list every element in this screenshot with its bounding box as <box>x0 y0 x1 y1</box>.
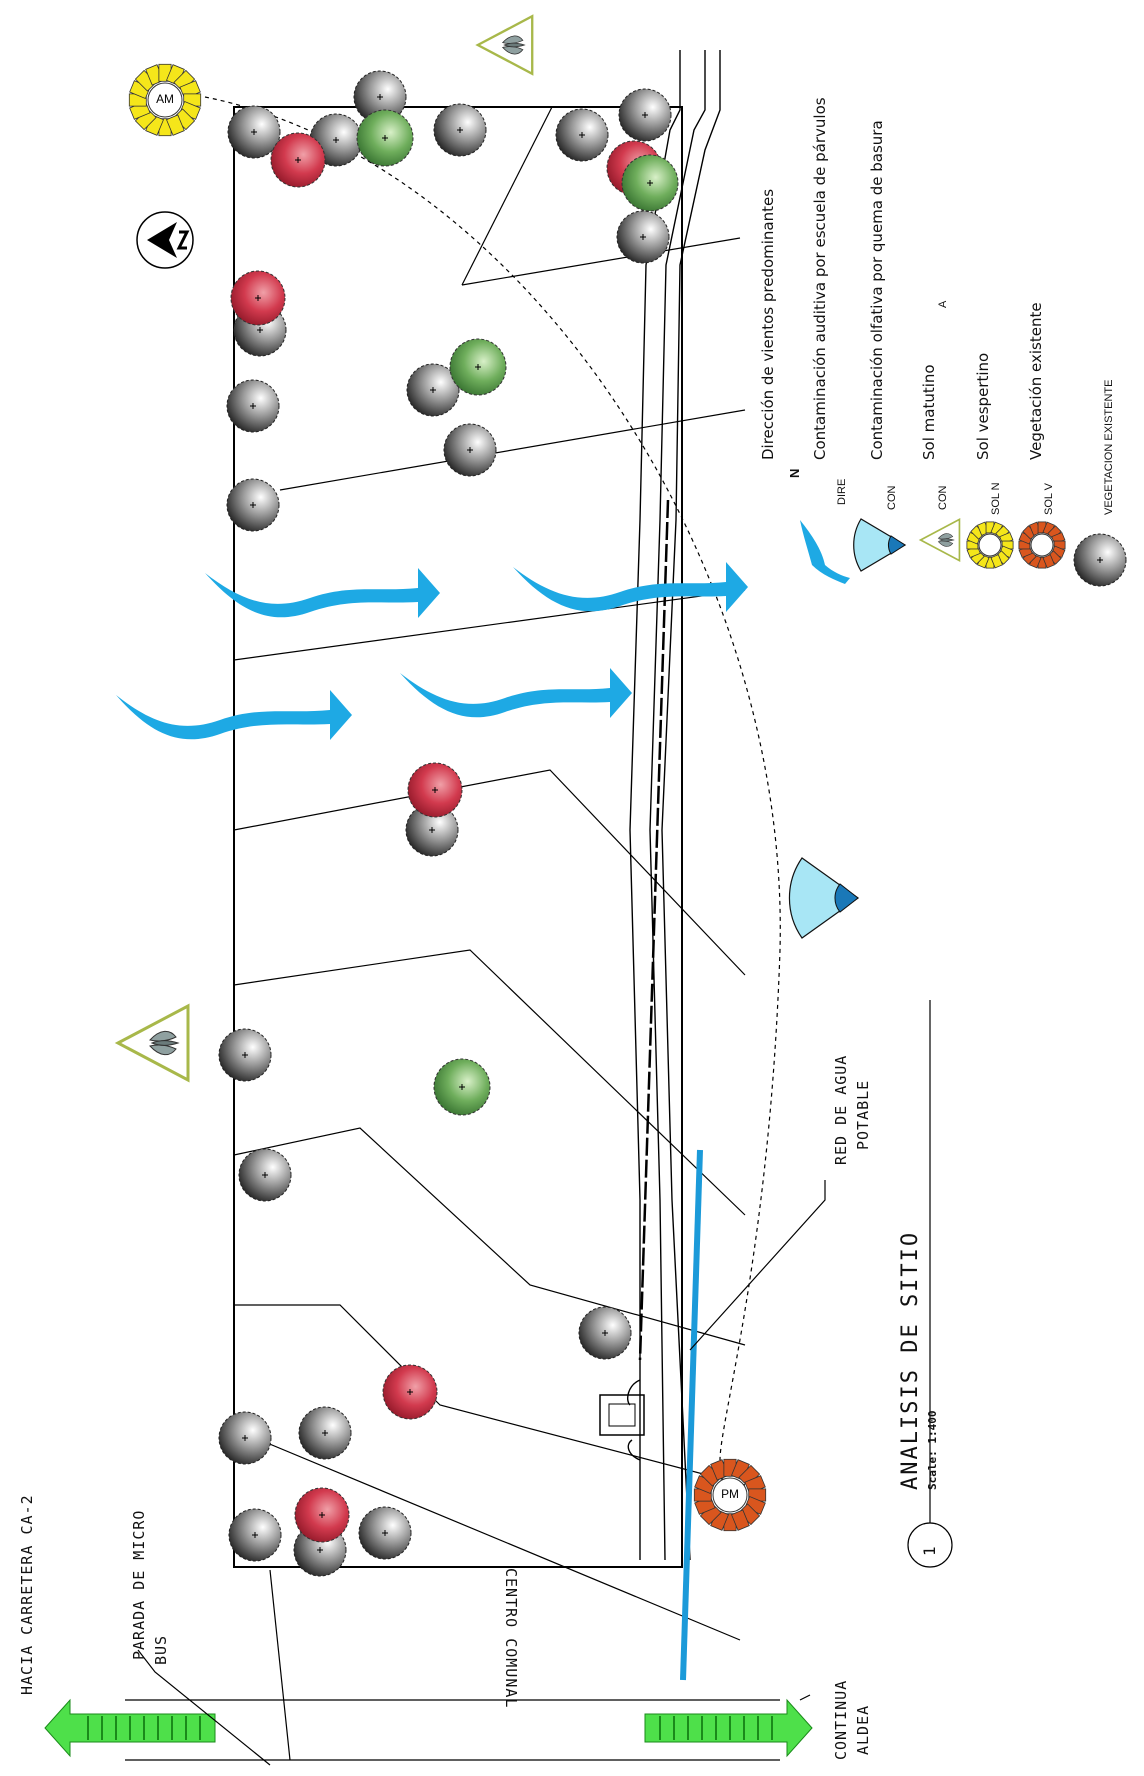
label-hacia-carretera: HACIA CARRETERA CA-2 <box>18 1494 36 1695</box>
legend-code-n: N <box>787 468 802 478</box>
wind-arrow <box>513 562 748 612</box>
label-continua-line2: ALDEA <box>854 1704 872 1755</box>
gray-tree-icon <box>218 1028 272 1082</box>
legend-item-sun-pm: Sol vespertino <box>974 352 992 460</box>
legend-item-sun-am: Sol matutino <box>920 364 938 460</box>
gray-tree-icon <box>405 803 459 857</box>
smell-icon <box>476 15 534 75</box>
gray-tree-icon <box>618 88 672 142</box>
water-leader <box>689 1180 826 1351</box>
legend-code-dire: DIRE <box>836 478 848 505</box>
green-arrow-bottom <box>644 1698 813 1758</box>
green-tree-icon <box>621 154 679 212</box>
road <box>599 50 721 1561</box>
noise-cone <box>788 857 860 939</box>
wind-arrow <box>400 668 632 718</box>
legend-code-a: A <box>937 300 949 308</box>
label-centro-comunal: CENTRO COMUNAL <box>502 1568 520 1709</box>
water-line <box>680 1149 703 1681</box>
wind-arrow-legend <box>800 520 850 584</box>
legend-item-vegetation: Vegetación existente <box>1027 302 1045 460</box>
svg-text:AM: AM <box>156 92 174 106</box>
red-tree-icon <box>270 132 326 188</box>
legend-item-noise: Contaminación auditiva por escuela de pá… <box>811 97 829 460</box>
wind-arrows <box>116 520 850 740</box>
green-tree-icon <box>356 109 414 167</box>
legend-code-con1: CON <box>886 485 898 510</box>
legend-code-sol-v: SOL V <box>1043 483 1055 515</box>
gray-tree-icon <box>443 423 497 477</box>
gray-tree-icon <box>238 1148 292 1202</box>
gray-tree-icon <box>578 1306 632 1360</box>
wind-arrow <box>205 568 440 618</box>
green-arrow-top <box>44 1698 216 1758</box>
wind-arrow <box>116 690 352 740</box>
drawing-number: 1 <box>920 1546 939 1556</box>
label-continua-line1: CONTINUA <box>832 1679 850 1760</box>
title-leader <box>907 1000 953 1568</box>
drawing-scale: Scale: 1:400 <box>926 1410 939 1490</box>
gray-tree-icon <box>228 1508 282 1562</box>
gray-tree-icon <box>433 103 487 157</box>
gray-tree-icon <box>227 105 281 159</box>
gray-tree-icon <box>358 1506 412 1560</box>
gray-tree-icon <box>1073 533 1127 587</box>
sun-pm-legend-icon <box>1018 521 1066 569</box>
label-parada-line1: PARADA DE MICRO <box>130 1509 148 1660</box>
label-parada-line2: BUS <box>152 1634 170 1665</box>
gray-tree-icon <box>406 363 460 417</box>
legend-code-sol-n: SOL N <box>990 482 1002 515</box>
gray-tree-icon <box>218 1411 272 1465</box>
red-tree-icon <box>382 1364 438 1420</box>
noise-cone-legend <box>853 518 907 572</box>
legend-code-vegetacion: VEGETACION EXISTENTE <box>1103 379 1115 516</box>
road-dashed-line <box>638 499 670 1361</box>
lot-lines <box>233 106 746 1761</box>
legend-item-wind: Dirección de vientos predominantes <box>759 188 777 460</box>
legend-code-con2: CON <box>937 485 949 510</box>
svg-text:PM: PM <box>721 1487 739 1501</box>
smell-icon <box>116 1004 190 1082</box>
label-red-agua-line1: RED DE AGUA <box>832 1054 850 1165</box>
red-tree-icon <box>407 762 463 818</box>
sun-pm-icon: PM <box>693 1458 767 1532</box>
gray-tree-icon <box>226 379 280 433</box>
red-tree-icon <box>294 1487 350 1543</box>
red-tree-icon <box>230 270 286 326</box>
access-road <box>125 1649 811 1766</box>
gray-tree-icon <box>616 210 670 264</box>
sun-path <box>204 96 781 1461</box>
gray-tree-icon <box>555 108 609 162</box>
gray-tree-icon <box>298 1406 352 1460</box>
green-tree-icon <box>449 338 507 396</box>
green-tree-icon <box>433 1058 491 1116</box>
sun-am-legend-icon <box>966 521 1014 569</box>
legend-item-smell: Contaminación olfativa por quema de basu… <box>868 120 886 460</box>
smell-icon-legend <box>919 518 961 562</box>
drawing-title: ANALISIS DE SITIO <box>898 1230 923 1490</box>
north-arrow-icon <box>136 211 194 269</box>
gray-tree-icon <box>226 478 280 532</box>
label-red-agua-line2: POTABLE <box>854 1079 872 1150</box>
sun-am-icon: AM <box>128 63 202 137</box>
